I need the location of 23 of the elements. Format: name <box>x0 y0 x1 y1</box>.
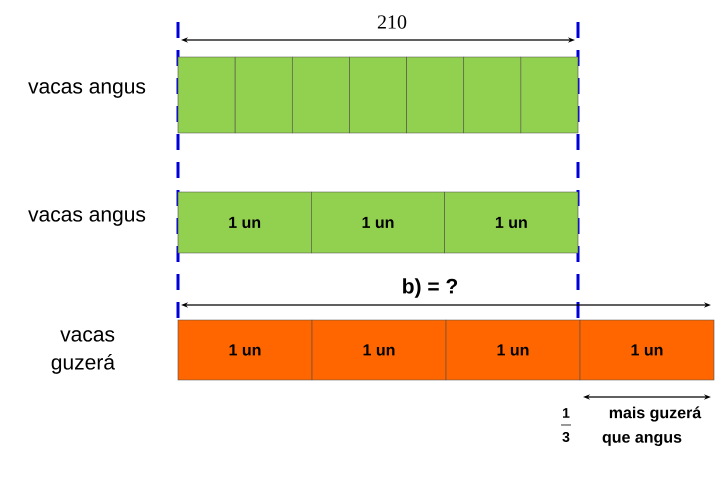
bar-cell <box>292 56 350 134</box>
bar-cell <box>463 56 522 134</box>
bar-cell <box>178 56 236 134</box>
fraction-denominator: 3 <box>562 432 570 442</box>
bar-cell: 1 un <box>444 192 578 254</box>
bar-cell <box>406 56 464 134</box>
bar-cell <box>234 56 293 134</box>
row-label: vacas angus <box>28 210 146 226</box>
fraction-numerator: 1 <box>562 408 570 418</box>
note-text: que angus <box>602 434 682 446</box>
bar-cell: 1 un <box>178 320 312 380</box>
dimension-label: 210 <box>378 15 406 29</box>
dimension-label: b) = ? <box>403 278 458 298</box>
bar-cell: 1 un <box>311 192 445 254</box>
bar-cell: 1 un <box>178 192 312 254</box>
row-label: vacas guzerá <box>52 330 115 374</box>
bar-cell: 1 un <box>312 320 446 380</box>
row-label: vacas angus <box>28 82 146 98</box>
bar-cell: 1 un <box>446 320 580 380</box>
bar-cell <box>520 56 578 134</box>
note-text: mais guzerá <box>610 406 702 422</box>
bar-cell <box>349 56 407 134</box>
bar-cell: 1 un <box>580 320 714 380</box>
